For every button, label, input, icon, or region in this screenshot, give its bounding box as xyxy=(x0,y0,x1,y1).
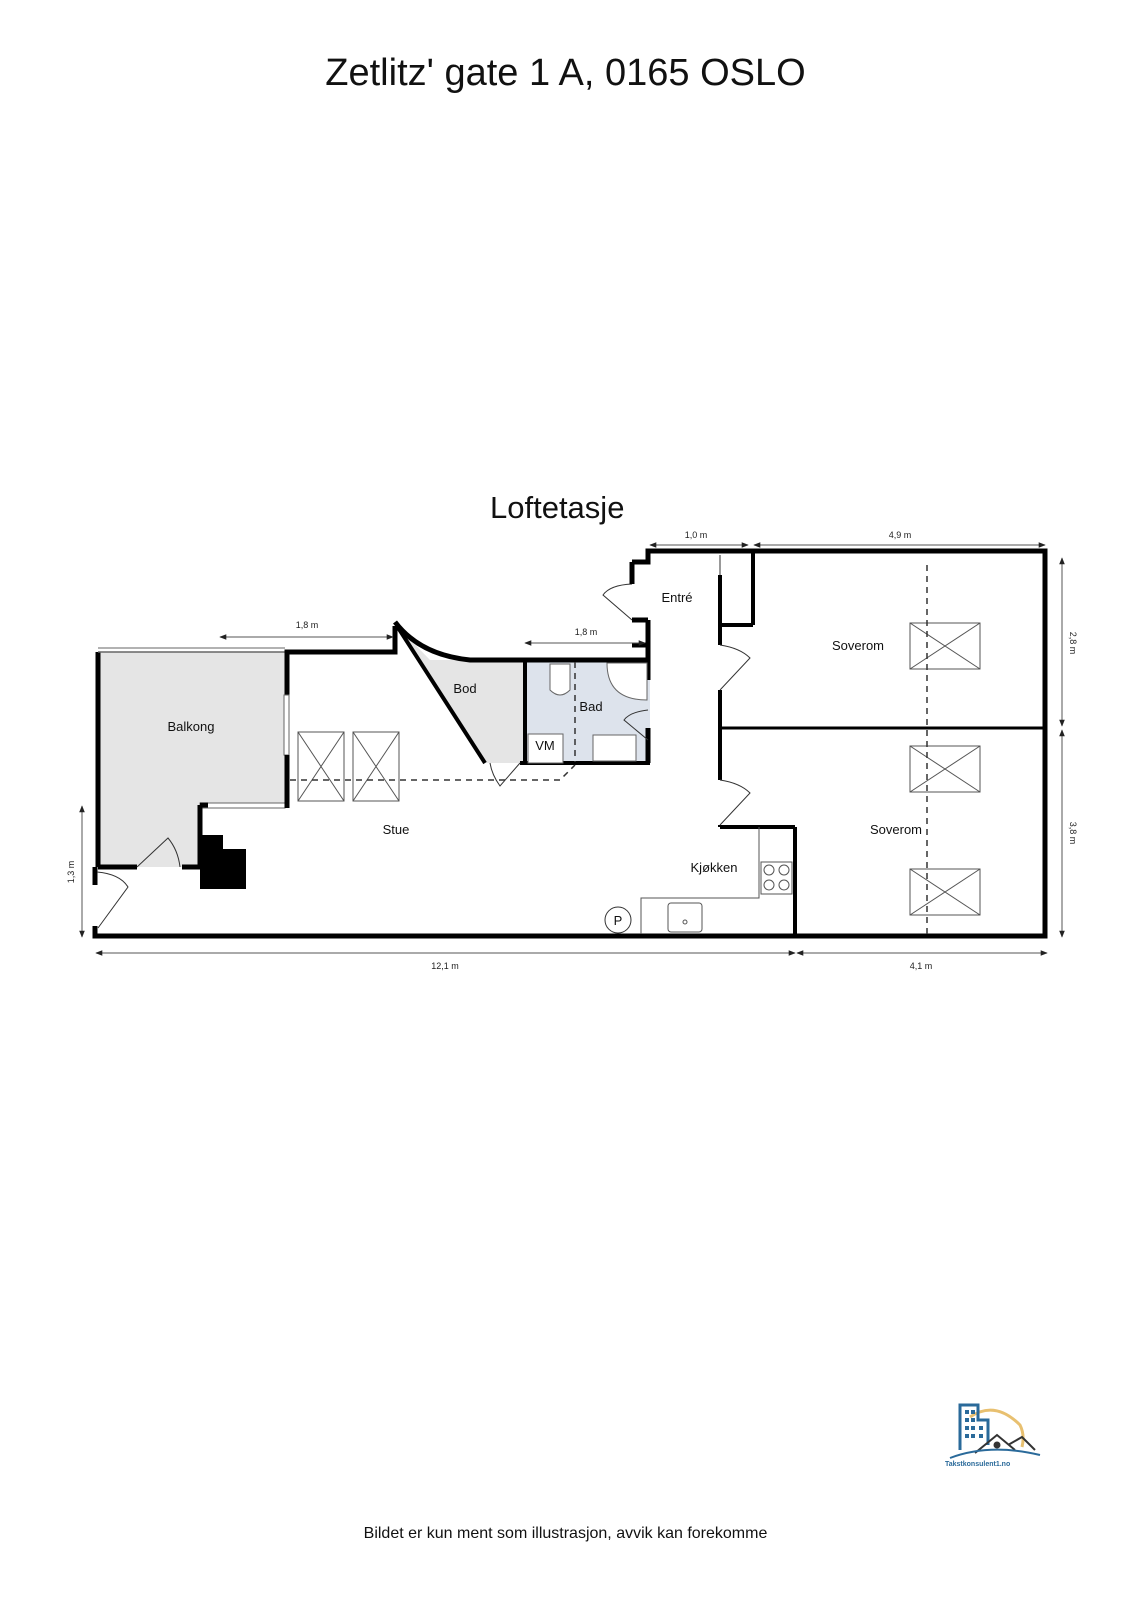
p-symbol-label: P xyxy=(614,913,623,928)
house-icon xyxy=(974,1433,1036,1454)
chimney xyxy=(200,835,246,889)
dim-left-height: 1,3 m xyxy=(66,861,76,884)
main-door xyxy=(96,871,129,929)
dim-total-right: 4,1 m xyxy=(910,961,933,971)
room-label-entre: Entré xyxy=(661,590,692,605)
room-label-bad: Bad xyxy=(579,699,602,714)
dim-entre-width: 1,0 m xyxy=(685,530,708,540)
dim-balkong-top: 1,8 m xyxy=(296,620,319,630)
skylights-stue xyxy=(297,731,400,802)
room-label-stue: Stue xyxy=(383,822,410,837)
dim-soverom1-height: 2,8 m xyxy=(1068,632,1078,655)
p-symbol xyxy=(604,906,632,934)
balkong-door xyxy=(136,837,181,868)
bedroom-partition xyxy=(718,551,1045,936)
logo-text: Takstkonsulent1.no xyxy=(945,1461,1011,1468)
balkong-area xyxy=(98,652,285,867)
room-label-soverom-2: Soverom xyxy=(870,822,922,837)
entre-door xyxy=(602,583,633,621)
skylights-soverom xyxy=(909,622,981,916)
disclaimer: Bildet er kun ment som illustrasjon, avv… xyxy=(363,1525,768,1542)
bod-door xyxy=(489,762,521,787)
soverom2-door xyxy=(719,779,751,826)
sun-icon xyxy=(969,1408,1025,1448)
room-label-kjokken: Kjøkken xyxy=(691,860,738,875)
dim-total-left: 12,1 m xyxy=(431,961,459,971)
bod-wall xyxy=(395,624,487,765)
room-label-balkong: Balkong xyxy=(168,719,215,734)
room-label-bod: Bod xyxy=(453,681,476,696)
dim-soverom2-height: 3,8 m xyxy=(1068,822,1078,845)
dimension-lines xyxy=(79,542,1065,956)
soverom1-door xyxy=(719,644,751,691)
floor-title: Loftetasje xyxy=(490,490,625,525)
dim-bad-width: 1,8 m xyxy=(575,627,598,637)
wave-icon xyxy=(949,1448,1041,1459)
company-logo xyxy=(949,1403,1041,1459)
balkong-walls xyxy=(95,647,285,870)
building-icon xyxy=(958,1403,990,1450)
kitchen-counter xyxy=(640,827,793,934)
dim-soverom-width: 4,9 m xyxy=(889,530,912,540)
room-label-soverom-1: Soverom xyxy=(832,638,884,653)
slope-line-stue xyxy=(290,764,576,781)
bad-fixtures xyxy=(527,662,649,764)
room-label-vm: VM xyxy=(535,738,555,753)
address-title: Zetlitz' gate 1 A, 0165 OSLO xyxy=(325,52,806,94)
